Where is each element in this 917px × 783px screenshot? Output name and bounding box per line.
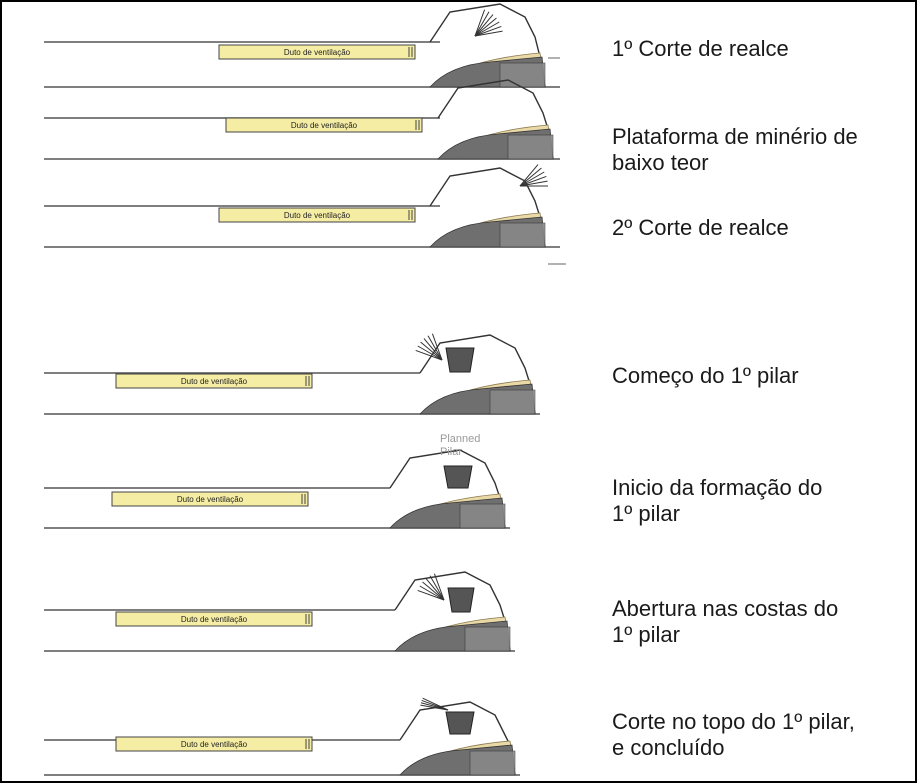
duct-label: Duto de ventilação [284,211,351,220]
drill-hole-line [519,175,547,187]
rock-pile-hatched [499,222,546,248]
rock-pile-hatched [507,134,554,160]
caption-stage-6: Abertura nas costas do 1º pilar [612,596,839,647]
drill-hole-line [519,164,539,187]
drill-hole-line [431,333,443,361]
caption-stage-3: 2º Corte de realce [612,215,789,240]
planned-pillar-label-line: Planned [440,433,480,445]
rock-pile-hatched [489,389,536,415]
drill-hole-line [474,30,503,37]
rock-pile-hatched [459,503,506,529]
ventilation-duct [218,44,416,60]
drill-hole-line [433,573,445,601]
caption-stage-5: Inicio da formação do 1º pilar [612,475,823,526]
drill-hole-line [422,581,445,601]
drill-hole-line [423,338,443,361]
stage-5-drawing: Duto de ventilação [44,449,510,529]
ventilation-duct [115,373,313,389]
ventilation-duct [115,736,313,752]
pillar-block [443,465,473,489]
drill-hole-line [420,341,443,361]
drill-hole-line [419,585,445,601]
duct-label: Duto de ventilação [181,377,248,386]
stage-7-drawing: Duto de ventilação [44,697,520,776]
drill-hole-line [519,180,548,187]
drill-hole-line [474,25,502,37]
drill-hole-line [417,589,445,601]
caption-stage-1: 1º Corte de realce [612,36,789,61]
drill-hole-line [427,335,443,361]
caption-stage-4: Começo do 1º pilar [612,363,799,388]
pillar-block [447,587,475,613]
pillar-block [445,347,475,373]
caption-stage-7: Corte no topo do 1º pilar, e concluído [612,709,855,760]
drill-hole-line [519,167,542,187]
drill-hole-line [422,697,449,711]
planned-pillar-label-line: Pilar [440,446,462,458]
stage-1-drawing: Duto de ventilação [44,3,560,88]
drill-hole-line [474,9,486,37]
stage-4-drawing: Duto de ventilação [44,333,540,415]
ventilation-duct [225,117,423,133]
ventilation-duct [218,207,416,223]
drill-hole-line [474,17,497,37]
caption-stage-2: Plataforma de minério de baixo teor [612,124,858,175]
rock-pile-hatched [499,62,546,88]
duct-label: Duto de ventilação [181,740,248,749]
stage-6-drawing: Duto de ventilação [44,571,515,652]
drill-hole-line [474,14,494,37]
ventilation-duct [115,611,313,627]
stage-2-drawing: Duto de ventilação [44,79,560,160]
drill-hole-line [429,575,445,601]
duct-label: Duto de ventilação [181,615,248,624]
drill-hole-line [474,21,500,37]
duct-label: Duto de ventilação [284,48,351,57]
stage-3-drawing: Duto de ventilação [44,164,560,248]
drill-hole-line [425,578,445,601]
drill-hole-line [519,171,545,187]
drill-hole-line [415,349,443,361]
rock-pile-hatched [464,626,511,652]
duct-label: Duto de ventilação [291,121,358,130]
duct-label: Duto de ventilação [177,495,244,504]
rock-pile-hatched [469,750,516,776]
drill-hole-line [417,345,443,361]
drill-hole-line [474,11,490,37]
ventilation-duct [111,491,309,507]
pillar-block [445,711,475,735]
